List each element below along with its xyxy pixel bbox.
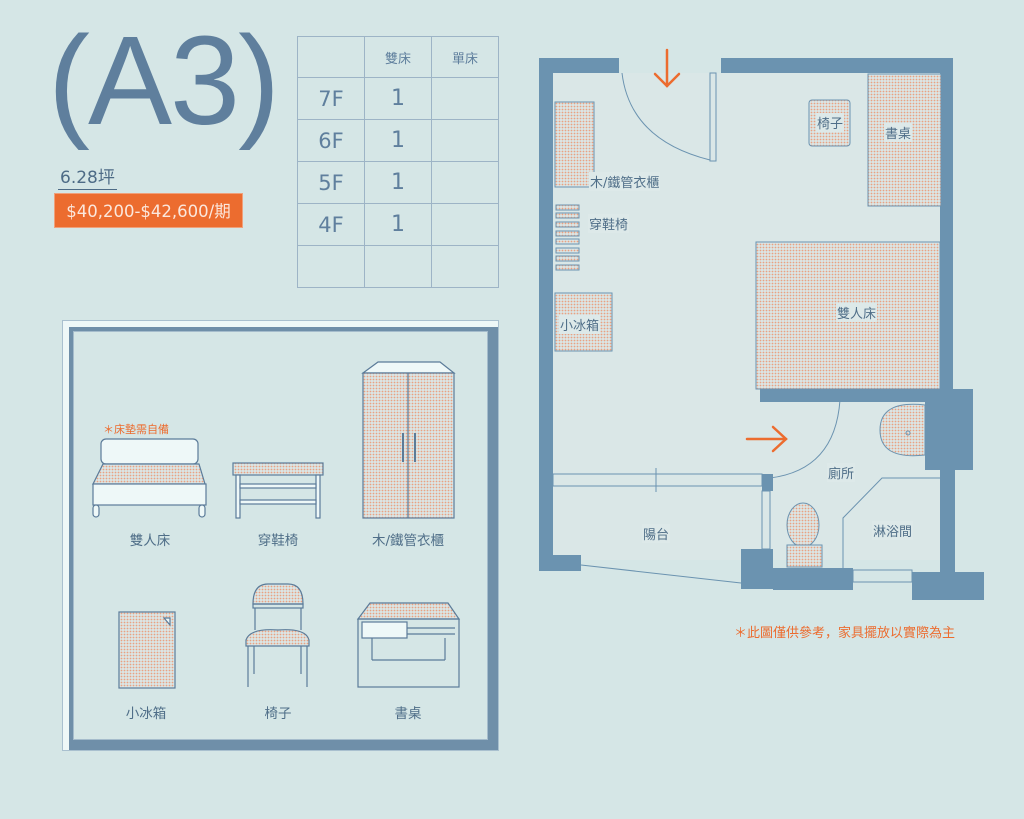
shoe-bench <box>555 204 580 271</box>
label-toilet: 廁所 <box>827 463 856 482</box>
label-chair: 椅子 <box>816 113 845 132</box>
toilet-icon <box>786 502 820 548</box>
bathroom-arrow-icon <box>745 425 788 453</box>
sink-icon <box>879 403 926 457</box>
chair-icon <box>245 583 310 687</box>
single-cell <box>431 77 499 120</box>
legend-label-fridge: 小冰箱 <box>125 706 167 722</box>
label-balcony: 陽台 <box>642 524 671 543</box>
entry-door-swing <box>621 72 711 161</box>
wardrobe <box>554 101 595 188</box>
bed-icon <box>92 438 207 518</box>
fridge-icon <box>118 611 176 689</box>
double-cell: 1 <box>364 203 432 246</box>
walls <box>539 58 984 600</box>
floor-cell <box>297 245 365 288</box>
double-cell: 1 <box>364 161 432 204</box>
label-wardrobe: 木/鐵管衣櫃 <box>589 172 661 191</box>
header-floor <box>297 36 365 78</box>
label-shower: 淋浴間 <box>872 521 914 540</box>
single-cell <box>431 245 499 288</box>
unit-title: (A3) <box>48 10 280 151</box>
table-row <box>297 245 499 288</box>
legend-label-desk: 書桌 <box>394 706 422 722</box>
legend-label-shoe-bench: 穿鞋椅 <box>257 533 299 549</box>
desk-icon <box>356 602 461 688</box>
floor-cell: 4F <box>297 203 365 246</box>
mattress-note: ＊床墊需自備 <box>103 423 169 436</box>
legend-label-chair: 椅子 <box>264 706 292 722</box>
single-cell <box>431 203 499 246</box>
floor-cell: 5F <box>297 161 365 204</box>
legend-label-wardrobe: 木/鐵管衣櫃 <box>371 533 445 549</box>
double-cell: 1 <box>364 77 432 120</box>
label-desk: 書桌 <box>884 123 913 142</box>
price-badge: $40,200-$42,600/期 <box>54 193 243 228</box>
floor-area <box>553 73 955 560</box>
legend-label-bed: 雙人床 <box>129 533 171 549</box>
double-cell: 1 <box>364 119 432 162</box>
label-shoe-bench: 穿鞋椅 <box>588 214 630 233</box>
header-double: 雙床 <box>364 36 432 78</box>
label-fridge: 小冰箱 <box>559 315 601 334</box>
shoe-bench-icon <box>232 462 324 519</box>
header-single: 單床 <box>431 36 499 78</box>
disclaimer-note: ＊此圖僅供參考，家具擺放以實際為主 <box>734 626 956 641</box>
bathroom-door-swing <box>769 399 841 479</box>
entrance-arrow-icon <box>653 48 681 88</box>
label-bed: 雙人床 <box>836 303 878 322</box>
table-header-row: 雙床 單床 <box>297 36 499 78</box>
wardrobe-icon <box>361 361 456 519</box>
floor-cell: 7F <box>297 77 365 120</box>
unit-area: 6.28坪 <box>58 163 117 190</box>
